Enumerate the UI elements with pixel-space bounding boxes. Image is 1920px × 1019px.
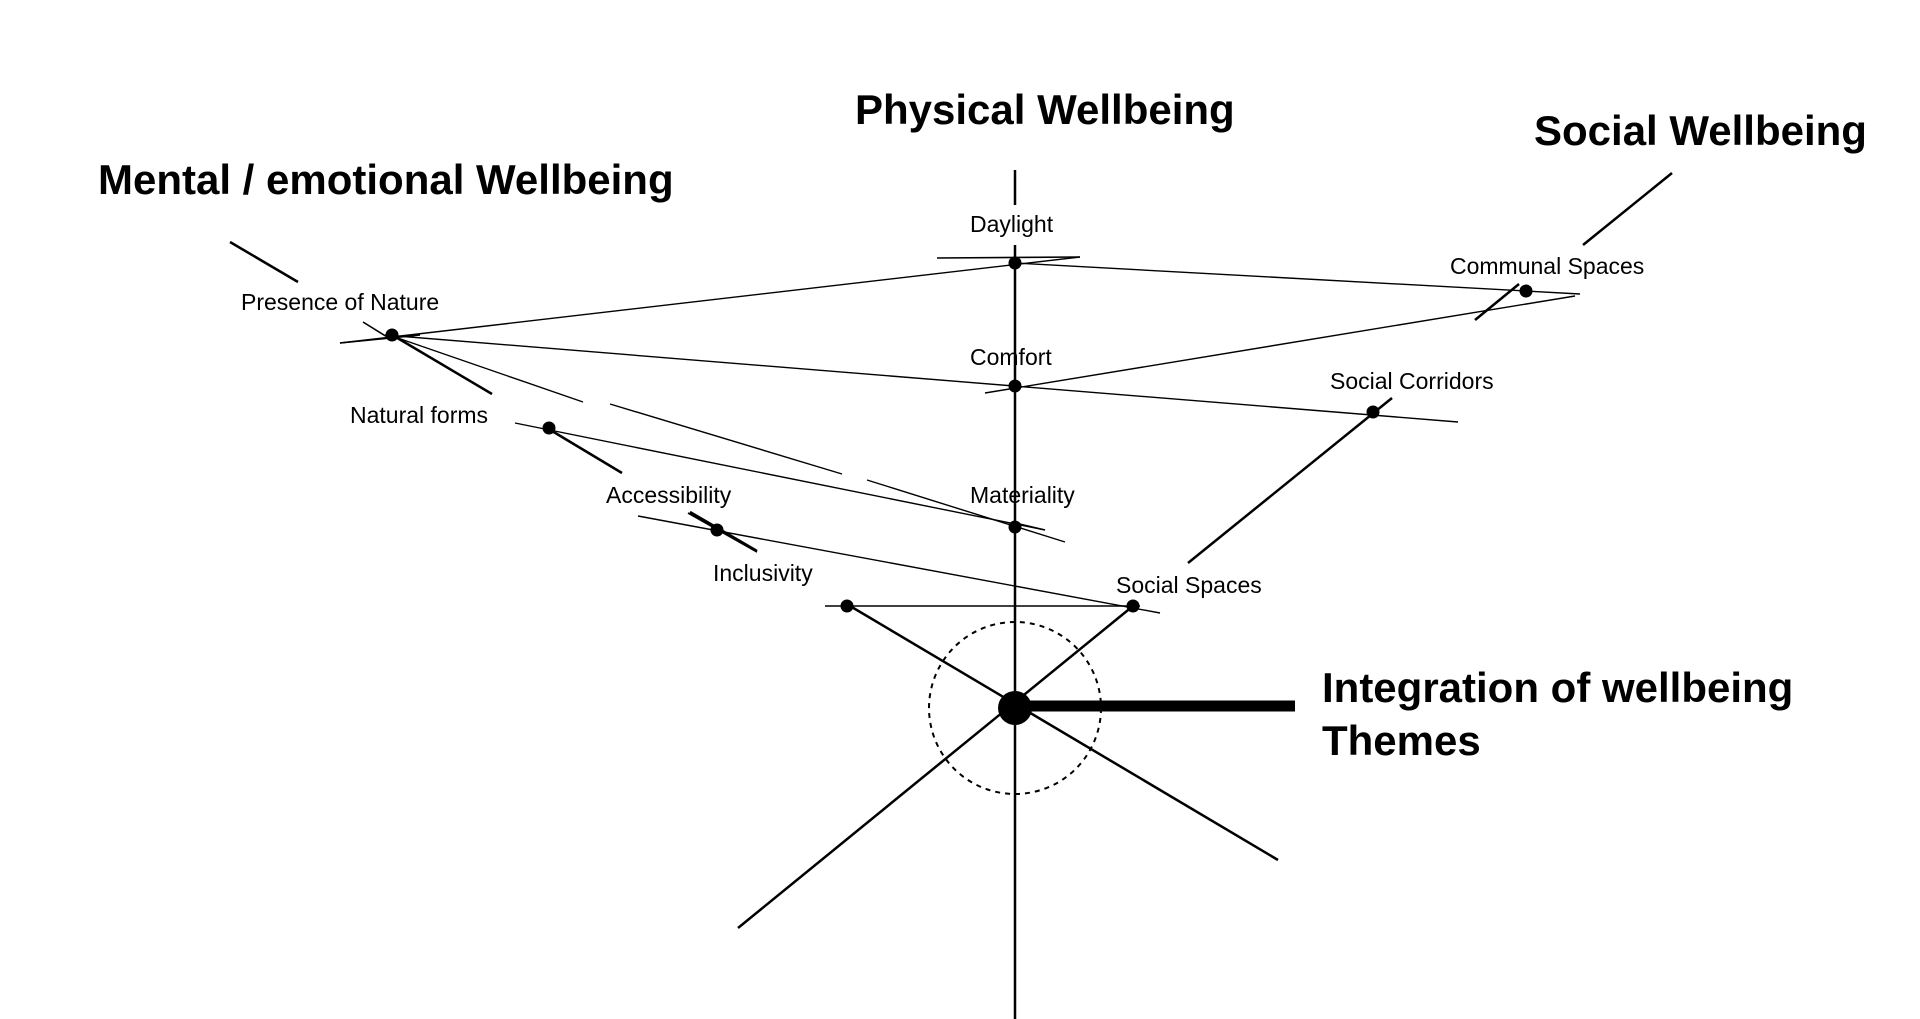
social-axis-top-segment	[1582, 172, 1673, 246]
link-naturalforms-materiality	[514, 422, 1046, 531]
mental-wellbeing-title: Mental / emotional Wellbeing	[98, 156, 674, 203]
integration-title-line1: Integration of wellbeing	[1322, 664, 1793, 711]
daylight-dot	[1008, 256, 1022, 270]
materiality-dot	[1008, 520, 1022, 534]
inclusivity-dot	[840, 599, 854, 613]
mental-axis-upper-segment	[393, 334, 493, 396]
link-accessibility-socialspaces	[637, 515, 1161, 614]
nature-tick	[339, 334, 421, 344]
link-nature-materiality-c	[866, 479, 1066, 543]
link-nature-daylight	[339, 256, 1081, 344]
communal-spaces-label: Communal Spaces	[1450, 253, 1644, 279]
social-spaces-dot	[1126, 599, 1140, 613]
comfort-dot	[1008, 379, 1022, 393]
link-nature-comfort	[384, 334, 1459, 423]
social-corridors-label: Social Corridors	[1330, 368, 1494, 394]
mental-axis-middle-segment	[551, 429, 623, 475]
mental-axis-top-segment	[229, 240, 299, 284]
presence-of-nature-dot	[385, 328, 399, 342]
accessibility-label: Accessibility	[606, 482, 732, 508]
mental-axis-lower-segment	[844, 601, 1279, 862]
presence-of-nature-label: Presence of Nature	[241, 289, 439, 315]
inclusivity-label: Inclusivity	[713, 560, 813, 586]
social-wellbeing-title: Social Wellbeing	[1534, 107, 1867, 154]
link-daylight-communal	[1014, 262, 1581, 295]
accessibility-dot	[710, 523, 724, 537]
natural-forms-dot	[542, 421, 556, 435]
materiality-label: Materiality	[970, 482, 1075, 508]
link-nature-materiality-a	[391, 335, 584, 403]
link-nature-materiality-b	[609, 403, 843, 475]
daylight-tick	[936, 256, 1081, 259]
comfort-label: Comfort	[970, 344, 1052, 370]
social-axis-lower-segment	[737, 605, 1134, 929]
integration-title-line2: Themes	[1322, 717, 1481, 764]
communal-spaces-dot	[1519, 284, 1533, 298]
daylight-label: Daylight	[970, 211, 1054, 237]
social-spaces-label: Social Spaces	[1116, 572, 1262, 598]
physical-wellbeing-title: Physical Wellbeing	[855, 86, 1235, 133]
link-comfort-communal	[984, 295, 1576, 394]
social-corridors-dot	[1366, 405, 1380, 419]
social-axis-middle-segment	[1187, 397, 1393, 564]
natural-forms-label: Natural forms	[350, 402, 488, 428]
